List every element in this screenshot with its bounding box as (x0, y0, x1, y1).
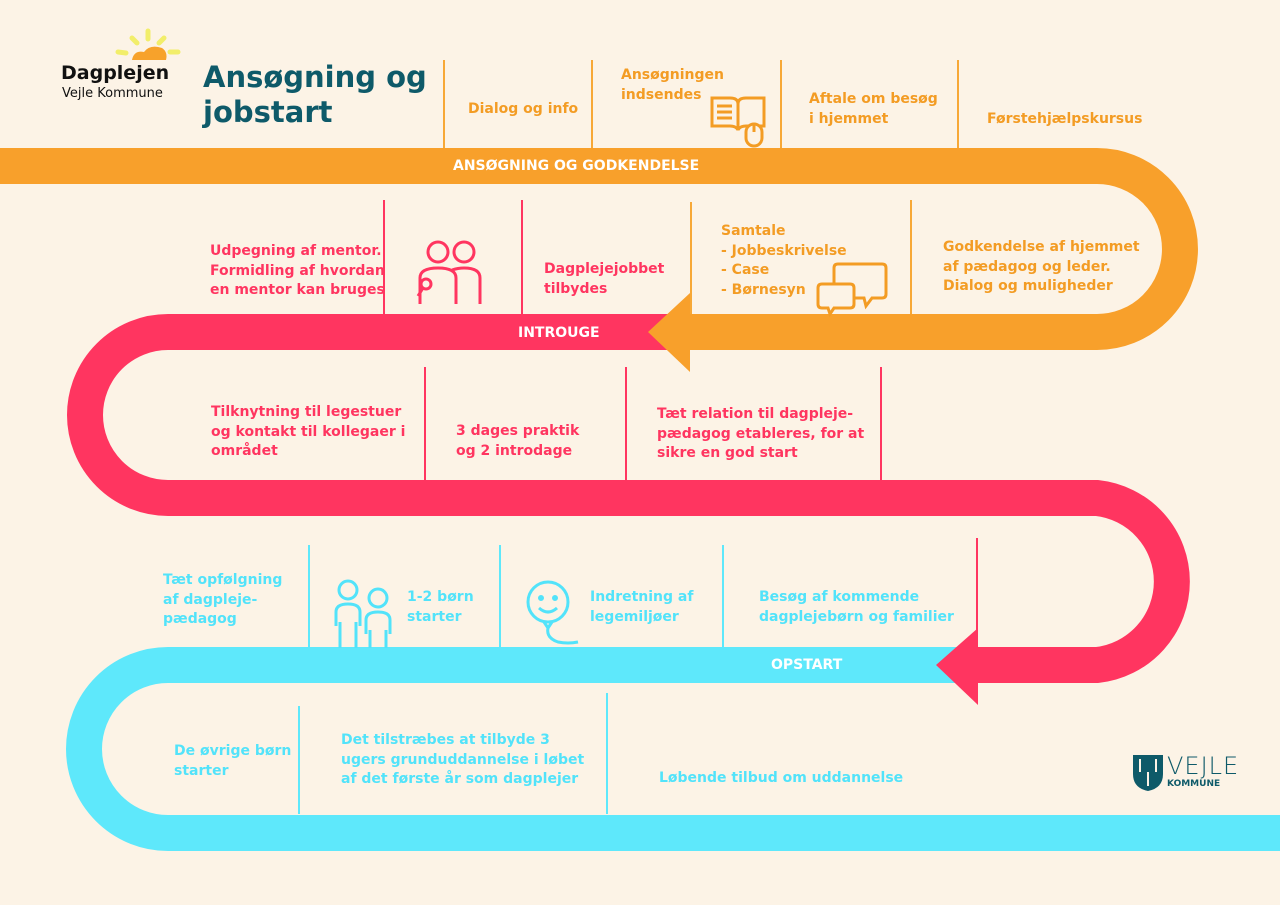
step-text: Aftale om besøg i hjemmet (809, 91, 938, 127)
step-text: Løbende tilbud om uddannelse (659, 770, 904, 786)
divider (976, 538, 978, 648)
step-text: Godkendelse af hjemmet af pædagog og led… (943, 239, 1140, 294)
divider (424, 367, 426, 481)
divider (722, 545, 724, 647)
divider (298, 706, 300, 814)
step-text: Førstehjælpskursus (987, 111, 1143, 127)
page-title: Ansøgning og jobstart (203, 60, 427, 129)
speech-bubbles-icon (816, 262, 888, 318)
step-text: De øvrige børn starter (174, 743, 292, 779)
logo-subtitle: Vejle Kommune (62, 86, 163, 101)
pink-arrowhead (936, 628, 978, 705)
orange-road (0, 148, 1198, 350)
book-mouse-icon (710, 96, 766, 148)
children-icon (334, 579, 392, 648)
logo-name: Dagplejen (61, 62, 170, 84)
municipality-logo-sub: KOMMUNE (1167, 779, 1221, 789)
divider (521, 200, 523, 314)
vejle-crest-icon (1133, 755, 1163, 791)
step-text: Samtale - Jobbeskrivelse - Case - Børnes… (721, 223, 847, 298)
divider (591, 60, 593, 148)
orange-arrowhead (648, 293, 690, 372)
sun-logo-icon (115, 28, 181, 60)
cyan-road (66, 647, 1280, 851)
step-text: 1-2 børn starter (407, 589, 474, 625)
stage-label: ANSØGNING OG GODKENDELSE (453, 158, 700, 174)
divider (690, 202, 692, 314)
step-text: Tilknytning til legestuer og kontakt til… (211, 404, 406, 459)
divider (910, 200, 912, 314)
divider (606, 693, 608, 814)
pink-road (67, 314, 1190, 683)
stage-label: INTROUGE (518, 325, 600, 341)
step-text: Dagplejejobbet tilbydes (544, 261, 665, 297)
mentor-people-icon (416, 240, 482, 304)
step-text: Udpegning af mentor. Formidling af hvord… (210, 243, 385, 298)
step-text: Dialog og info (468, 101, 579, 117)
divider (957, 60, 959, 148)
step-text: Tæt opfølgning af dagpleje- pædagog (163, 572, 283, 627)
step-text: Besøg af kommende dagplejebørn og famili… (759, 589, 954, 625)
stage-label: OPSTART (771, 657, 843, 673)
step-text: Det tilstræbes at tilbyde 3 ugers grundu… (341, 732, 585, 787)
step-text: 3 dages praktik og 2 introdage (456, 423, 580, 459)
step-text: Tæt relation til dagpleje- pædagog etabl… (657, 406, 865, 461)
step-text: Indretning af legemiljøer (590, 589, 694, 625)
smiley-balloon-icon (526, 580, 579, 645)
step-text: Ansøgningen indsendes (621, 67, 724, 103)
divider (383, 200, 385, 314)
divider (443, 60, 445, 148)
divider (499, 545, 501, 647)
divider (308, 545, 310, 647)
divider (880, 367, 882, 481)
divider (780, 60, 782, 148)
divider (625, 367, 627, 481)
municipality-logo-name: VEJLE (1167, 752, 1240, 780)
